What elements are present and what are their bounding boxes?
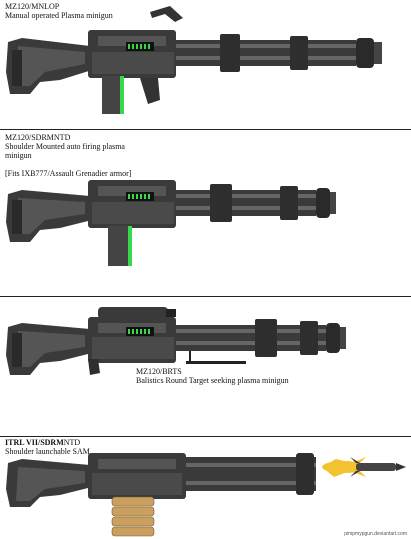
minigun-drawing [6,453,406,537]
divider [0,436,411,437]
panel-title: ITRL VII/SDRMNTD [5,438,90,447]
panel-description: Balistics Round Target seeking plasma mi… [136,376,289,385]
panel-title-rest: NTD [63,438,81,447]
divider [0,296,411,297]
panel-title: MZ120/MNLOP [5,2,60,11]
panel-caption: MZ120/SDRMNTD Shoulder Mounted auto firi… [5,133,131,178]
minigun-drawing [6,307,346,375]
panel-description: minigun [5,151,32,160]
panel-description: Shoulder launchable SAM [5,447,90,456]
panel-description: Manual operated Plasma minigun [5,11,113,20]
ammo-belt-icon [111,496,155,537]
minigun-drawing [6,180,336,266]
panel-note: [Fits IXB777/Assault Grenadier armor] [5,169,132,178]
panel-caption: ITRL VII/SDRMNTD Shoulder launchable SAM [5,438,90,456]
credit-text: pimpmypgun.deviantart.com [344,531,407,537]
minigun-drawing [6,6,382,114]
panel-brts: MZ120/BRTS Balistics Round Target seekin… [0,297,411,437]
missile-icon [350,457,406,477]
panel-mnlop: MZ120/MNLOP Manual operated Plasma minig… [0,0,411,129]
panel-caption: MZ120/BRTS Balistics Round Target seekin… [136,367,289,385]
divider [0,129,411,130]
panel-title: MZ120/SDRMNTD [5,133,71,142]
panel-title-bold: ITRL VII/SDRM [5,438,64,447]
panel-description: Shoulder Mounted auto firing plasma [5,142,125,151]
panel-caption: MZ120/MNLOP Manual operated Plasma minig… [5,2,113,20]
panel-title: MZ120/BRTS [136,367,182,376]
panel-itrl: ITRL VII/SDRMNTD Shoulder launchable SAM [0,437,411,539]
panel-sdrmntd: MZ120/SDRMNTD Shoulder Mounted auto firi… [0,130,411,296]
